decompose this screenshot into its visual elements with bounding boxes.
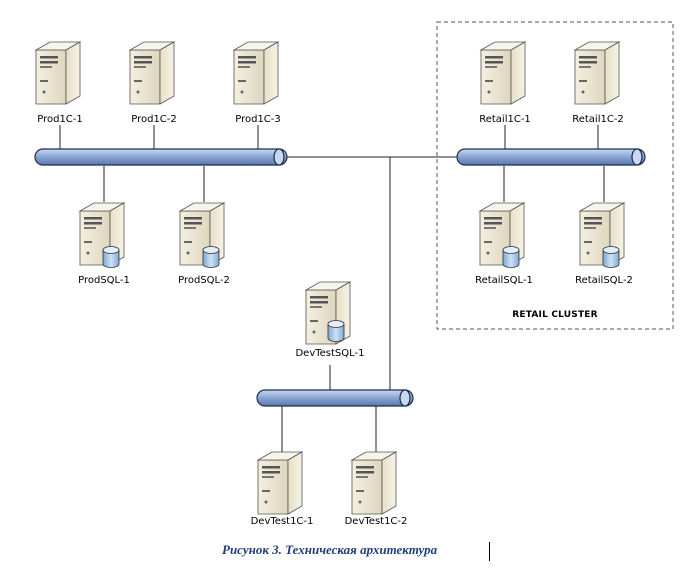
server-label-prod1c1: Prod1C-1 [37, 114, 83, 125]
server-icon [257, 451, 303, 515]
bus-devtest [256, 389, 414, 407]
network-links [59, 125, 605, 452]
server-label-prod1c2: Prod1C-2 [131, 114, 177, 125]
bus-retail [456, 148, 646, 166]
server-icon [351, 451, 397, 515]
server-label-prodsql2: ProdSQL-2 [178, 275, 230, 286]
database-icon [102, 246, 120, 268]
database-icon [602, 246, 620, 268]
database-icon [327, 320, 345, 342]
figure-caption: Рисунок 3. Техническая архитектура [222, 542, 438, 557]
server-icon [129, 41, 175, 105]
database-icon [202, 246, 220, 268]
bus-prod [34, 148, 288, 166]
server-label-retailsql1: RetailSQL-1 [475, 275, 533, 286]
server-icon [574, 41, 620, 105]
database-icon [502, 246, 520, 268]
server-label-prodsql1: ProdSQL-1 [78, 275, 130, 286]
server-label-retail1c1: Retail1C-1 [479, 114, 531, 125]
server-label-devtest1c2: DevTest1C-2 [344, 516, 408, 527]
server-label-retail1c2: Retail1C-2 [572, 114, 624, 125]
server-icon [35, 41, 81, 105]
retail-cluster-boundary [436, 21, 674, 330]
server-icon [480, 41, 526, 105]
server-icon [233, 41, 279, 105]
server-label-devtest1c1: DevTest1C-1 [250, 516, 314, 527]
text-cursor [489, 542, 490, 561]
server-label-prod1c3: Prod1C-3 [235, 114, 281, 125]
server-label-retailsql2: RetailSQL-2 [575, 275, 633, 286]
server-label-devtestsql1: DevTestSQL-1 [295, 348, 365, 359]
retail-cluster-label: RETAIL CLUSTER [512, 310, 598, 320]
